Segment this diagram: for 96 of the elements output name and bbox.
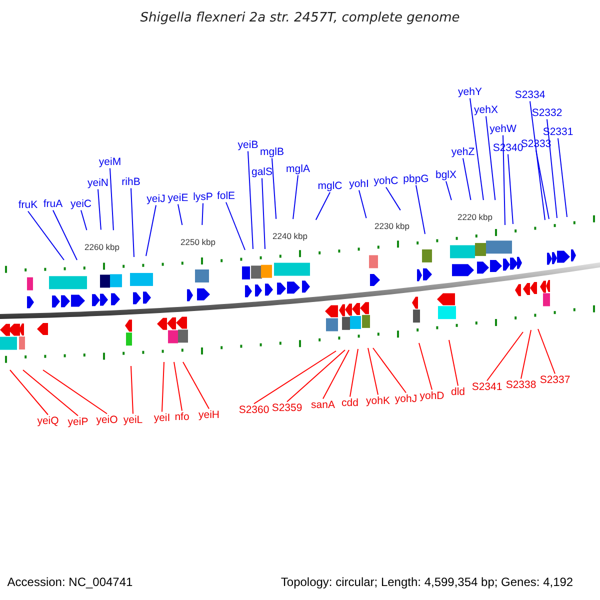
leader-line [182, 362, 210, 410]
leader-line [368, 348, 378, 396]
leader-line [322, 350, 350, 400]
gene-label: yehY [458, 86, 482, 98]
gene-label: yeiE [168, 192, 188, 204]
gene-label: yeiN [88, 176, 108, 190]
leader-line [286, 350, 346, 402]
leader-line [178, 204, 183, 226]
leader-line [272, 158, 277, 220]
gene-label: nfo [174, 410, 190, 424]
gene-label: yeiI [154, 412, 170, 424]
leader-line [558, 138, 568, 218]
leader-line [130, 188, 134, 258]
gene-label: yeiJ [146, 192, 166, 206]
leader-line [254, 350, 336, 404]
leader-line [52, 210, 78, 260]
gene-label: dld [451, 386, 465, 398]
leader-line [22, 370, 78, 416]
title: Shigella flexneri 2a str. 2457T, complete genome [140, 12, 460, 24]
gene-label: pbpG [403, 172, 429, 186]
leader-line [98, 188, 102, 230]
leader-line [502, 134, 506, 226]
leader-line [248, 150, 254, 250]
leader-line [536, 150, 550, 220]
gene-label: yeiO [96, 414, 118, 426]
gene-label: S2359 [272, 402, 302, 414]
gene-label: yeiC [70, 198, 92, 210]
leader-line [262, 178, 266, 250]
leader-line [486, 116, 496, 201]
gene-label: yeiB [238, 138, 258, 152]
gene-label: yeiQ [37, 414, 59, 428]
leader-line [28, 210, 64, 260]
gene-label: sanA [311, 398, 335, 412]
gene-label: mglB [260, 146, 284, 158]
gene-label: yeiM [98, 156, 122, 168]
leader-line [448, 340, 458, 386]
leader-line [470, 98, 484, 201]
leader-line [508, 154, 514, 224]
gene-label: yehZ [451, 146, 475, 158]
gene-label: folE [216, 190, 236, 202]
gene-label: S2338 [506, 378, 536, 392]
gene-label: S2332 [532, 106, 562, 120]
gene-label: bglX [436, 168, 456, 182]
gene-label: cdd [342, 396, 358, 410]
leader-line [42, 370, 108, 414]
gene-label: mglC [318, 180, 342, 192]
scale-label: 2260 kbp [84, 242, 120, 252]
scale-label: 2250 kbp [180, 238, 216, 246]
leader-line [110, 168, 114, 231]
gene-label: mglA [286, 162, 310, 176]
leader-line [130, 366, 134, 414]
leader-line [80, 210, 88, 231]
leader-line [174, 362, 182, 412]
gene-label: yohC [374, 174, 398, 188]
leader-line [350, 348, 358, 398]
gene-label: S2341 [472, 380, 502, 394]
gene-label: S2334 [514, 88, 546, 102]
scale-label: 2230 kbp [374, 222, 410, 230]
scale-label: 2240 kbp [272, 232, 308, 240]
leader-line [416, 184, 426, 234]
leader-line [372, 348, 406, 394]
leader-line [386, 186, 401, 211]
leader-line [418, 342, 432, 390]
leader-line [546, 118, 558, 218]
gene-label: yeiP [68, 416, 88, 428]
leader-line [315, 192, 330, 220]
leader-line [162, 362, 164, 412]
gene-label: yehW [490, 122, 516, 136]
gene-label: S2360 [238, 404, 270, 416]
footer-text: Accession: NC_004741 [7, 576, 133, 588]
leader-line [202, 202, 204, 226]
gene-label: yohJ [394, 392, 418, 406]
leader-line [226, 202, 246, 250]
scale-label: 2220 kbp [458, 212, 492, 222]
gene-label: yeiH [198, 408, 220, 422]
leader-line [358, 190, 367, 219]
footer-text: Topology: circular; Length: 4,599,354 bp; Genes: 4,192 [280, 576, 574, 588]
leader-line [486, 332, 524, 382]
gene-label: yohK [366, 394, 390, 408]
gene-label: yehX [474, 104, 498, 116]
leader-line [462, 158, 472, 200]
gene-label: galS [252, 166, 272, 178]
leader-line [520, 330, 532, 380]
leader-line [538, 328, 556, 374]
gene-label: rihB [122, 176, 140, 188]
leader-line [10, 370, 48, 416]
gene-label: S2337 [540, 374, 570, 386]
gene-label: yeiL [123, 414, 143, 426]
gene-label: fruK [18, 198, 38, 212]
gene-label: lysP [193, 190, 213, 204]
leader-line [146, 204, 156, 256]
gene-label: yohD [420, 390, 444, 402]
gene-label: yohI [349, 178, 369, 190]
gene-label: fruA [43, 198, 63, 210]
leader-line [446, 180, 452, 201]
leader-line [292, 174, 298, 220]
